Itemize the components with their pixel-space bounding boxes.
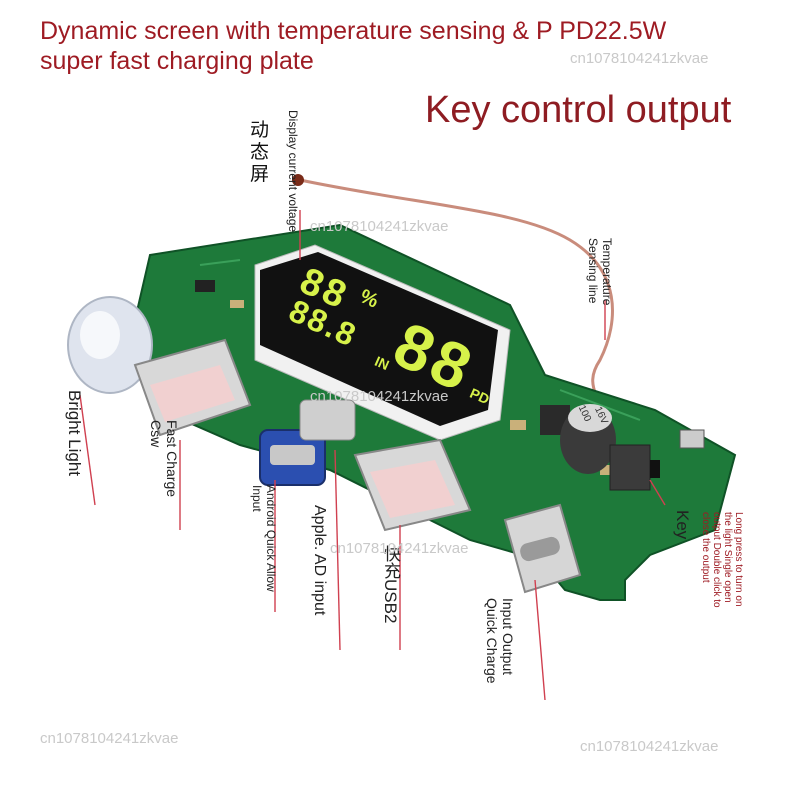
watermark: cn1078104241zkvae — [310, 218, 449, 235]
watermark: cn1078104241zkvae — [330, 540, 469, 557]
key-switch — [609, 444, 651, 491]
fast-usb2-label: 快充USB2 — [381, 545, 400, 624]
title-line-2: super fast charging plate — [40, 47, 314, 75]
title-line-1: Dynamic screen with temperature sensing … — [40, 17, 667, 45]
key-notes-label: Long press to turn on the light Single o… — [700, 512, 744, 608]
android-input-label: Android Quick Allow Input — [250, 485, 278, 592]
input-output-label: Input Output Quick Charge — [484, 598, 516, 684]
arrow-key — [649, 479, 666, 506]
watermark: cn1078104241zkvae — [310, 388, 449, 405]
apple-ad-input-label: Apple. AD input — [311, 505, 328, 616]
watermark: cn1078104241zkvae — [40, 730, 179, 747]
bright-light-label: Bright Light — [65, 390, 84, 476]
arrow-bright-light — [79, 394, 96, 506]
display-current-voltage-label: Display current voltage — [286, 110, 300, 233]
dynamic-screen-label-cn: 动态屏 — [250, 120, 272, 185]
fast-charge-label: Fast Charge Csw — [148, 420, 180, 498]
arrow-apple-input — [334, 449, 341, 651]
apple-port — [299, 399, 356, 441]
watermark: cn1078104241zkvae — [580, 738, 719, 755]
watermark: cn1078104241zkvae — [570, 50, 709, 67]
arrow-input-output — [534, 579, 546, 701]
sensor-bead — [292, 174, 304, 186]
key-label: Key — [673, 510, 692, 540]
page-title: Dynamic screen with temperature sensing … — [40, 16, 780, 76]
subtitle: Key control output — [425, 89, 732, 131]
temperature-wire — [299, 178, 614, 396]
temperature-sensing-label: Temperature Sensing line — [586, 238, 614, 306]
display-panel — [260, 252, 498, 426]
